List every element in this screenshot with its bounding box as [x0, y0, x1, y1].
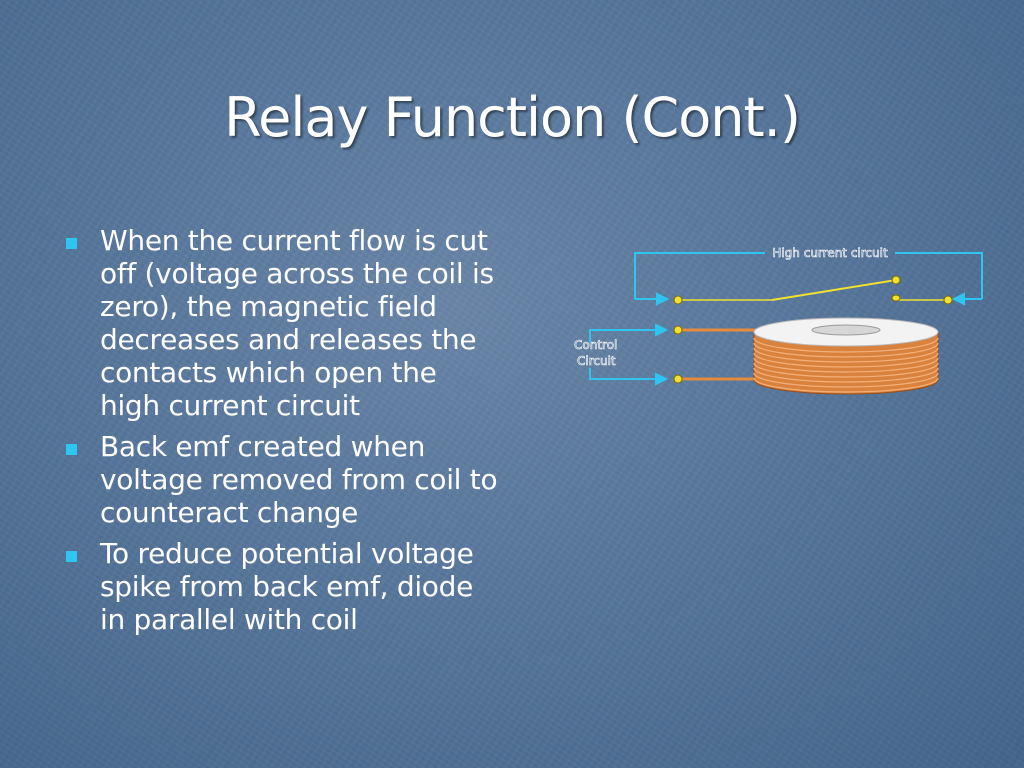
square-bullet-icon	[66, 238, 77, 249]
control-circuit-label-line1: Control	[574, 338, 617, 352]
square-bullet-icon	[66, 551, 77, 562]
relay-diagram: High current circuit Control Circuit	[574, 246, 983, 395]
terminal-point-icon	[673, 374, 683, 384]
bullet-text: Back emf created when voltage removed fr…	[100, 430, 498, 529]
contact-point-icon	[943, 295, 953, 305]
terminal-point-icon	[673, 325, 683, 335]
contact-point-icon	[891, 275, 901, 285]
high-current-circuit-label: High current circuit	[772, 246, 888, 260]
high-current-arrows	[635, 292, 982, 306]
control-circuit-label-line2: Circuit	[577, 354, 616, 368]
bullet-text: To reduce potential voltage spike from b…	[100, 537, 474, 636]
square-bullet-icon	[66, 444, 77, 455]
control-circuit-arrows	[589, 323, 669, 386]
coil-icon	[753, 317, 939, 395]
contact-point-icon	[891, 294, 901, 302]
contact-point-icon	[673, 295, 683, 305]
bullet-item: When the current flow is cut off (voltag…	[62, 224, 502, 422]
bullet-text: When the current flow is cut off (voltag…	[100, 224, 494, 422]
bullet-list: When the current flow is cut off (voltag…	[62, 224, 502, 644]
coil-leads	[673, 325, 756, 384]
relay-contacts	[673, 275, 953, 305]
bullet-item: To reduce potential voltage spike from b…	[62, 537, 502, 636]
high-current-circuit	[634, 252, 983, 299]
bullet-item: Back emf created when voltage removed fr…	[62, 430, 502, 529]
slide-title: Relay Function (Cont.)	[224, 86, 801, 149]
